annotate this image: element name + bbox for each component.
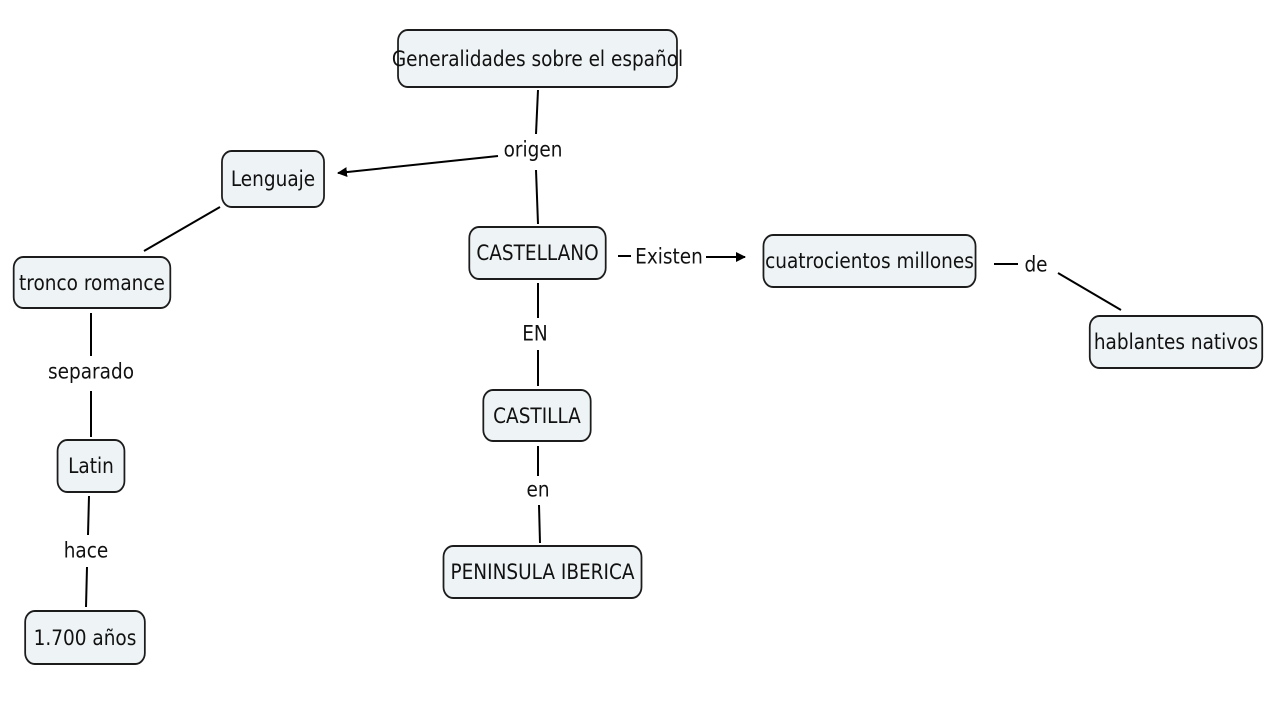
concept-label: Lenguaje	[230, 167, 316, 191]
concept-lenguaje[interactable]: Lenguaje	[221, 150, 325, 208]
link-label-origen[interactable]: origen	[500, 139, 566, 161]
link-label-en-lower[interactable]: en	[523, 479, 553, 501]
arrow-origen-lenguaje	[337, 155, 499, 178]
concept-label: cuatrocientos millones	[765, 249, 974, 273]
link-label-existen[interactable]: Existen	[632, 246, 706, 268]
concept-castellano[interactable]: CASTELLANO	[468, 226, 607, 280]
concept-cuatrocientos-millones[interactable]: cuatrocientos millones	[762, 234, 977, 288]
concept-1700-anos[interactable]: 1.700 años	[24, 610, 146, 665]
concept-generalidades[interactable]: Generalidades sobre el español	[392, 29, 683, 88]
link-label-en-upper[interactable]: EN	[519, 323, 551, 345]
connector-origen-castellano	[535, 169, 539, 225]
concept-peninsula-iberica[interactable]: PENINSULA IBERICA	[442, 545, 643, 599]
connector-latin-hace	[87, 495, 90, 536]
concept-latin[interactable]: Latin	[56, 439, 126, 493]
concept-tronco-romance[interactable]: tronco romance	[12, 256, 172, 309]
concept-castilla[interactable]: CASTILLA	[482, 389, 592, 442]
connector-en-peninsula	[538, 504, 541, 544]
link-label-hace[interactable]: hace	[61, 540, 111, 562]
connector-hace-anos	[85, 566, 88, 608]
concept-hablantes-nativos[interactable]: hablantes nativos	[1088, 315, 1264, 369]
connector-generalidades-origen	[535, 89, 539, 135]
connector-de-hablantes	[1057, 272, 1122, 311]
concept-label: hablantes nativos	[1093, 330, 1259, 354]
concept-label: CASTILLA	[493, 403, 581, 428]
concept-label: CASTELLANO	[476, 241, 599, 265]
concept-label: PENINSULA IBERICA	[450, 560, 635, 584]
connector-lenguaje-tronco	[143, 206, 221, 252]
concept-label: 1.700 años	[33, 625, 137, 650]
concept-label: Latin	[68, 454, 114, 478]
concept-label: tronco romance	[19, 270, 165, 295]
link-label-separado[interactable]: separado	[45, 361, 137, 383]
concept-label: Generalidades sobre el español	[391, 46, 684, 71]
link-label-de[interactable]: de	[1021, 254, 1051, 276]
